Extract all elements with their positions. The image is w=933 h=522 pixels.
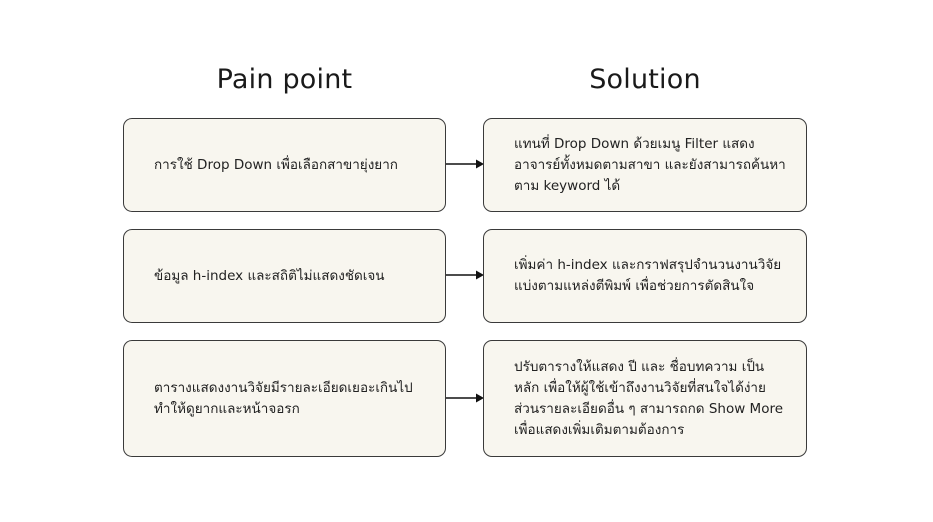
pain-point-box-2: ข้อมูล h-index และสถิติไม่แสดงชัดเจน — [123, 229, 446, 323]
pain-point-text-1: การใช้ Drop Down เพื่อเลือกสาขายุ่งยาก — [154, 156, 398, 173]
arrow-right-icon — [446, 158, 484, 170]
solution-box-2: เพิ่มค่า h-index และกราฟสรุปจำนวนงานวิจั… — [483, 229, 807, 323]
solution-text-2: เพิ่มค่า h-index และกราฟสรุปจำนวนงานวิจั… — [514, 257, 782, 294]
pain-point-heading: Pain point — [216, 64, 353, 95]
arrow-right-icon — [446, 392, 484, 404]
pain-point-box-3: ตารางแสดงงานวิจัยมีรายละเอียดเยอะเกินไปท… — [123, 340, 446, 457]
pain-point-box-1: การใช้ Drop Down เพื่อเลือกสาขายุ่งยาก — [123, 118, 446, 212]
solution-heading: Solution — [589, 64, 701, 95]
arrow-right-icon — [446, 269, 484, 281]
solution-text-1: แทนที่ Drop Down ด้วยเมนู Filter แสดงอาจ… — [514, 135, 786, 194]
pain-point-text-3: ตารางแสดงงานวิจัยมีรายละเอียดเยอะเกินไปท… — [154, 379, 413, 417]
solution-text-3: ปรับตารางให้แสดง ปี และ ชื่อบทความ เป็นห… — [514, 358, 784, 438]
solution-box-3: ปรับตารางให้แสดง ปี และ ชื่อบทความ เป็นห… — [483, 340, 807, 457]
pain-point-text-2: ข้อมูล h-index และสถิติไม่แสดงชัดเจน — [154, 267, 385, 284]
solution-box-1: แทนที่ Drop Down ด้วยเมนู Filter แสดงอาจ… — [483, 118, 807, 212]
